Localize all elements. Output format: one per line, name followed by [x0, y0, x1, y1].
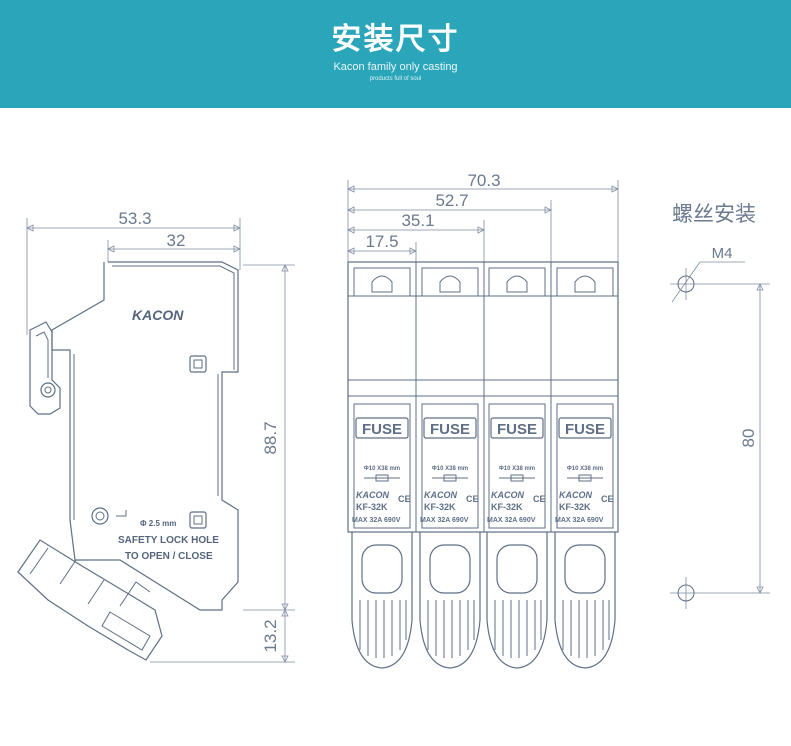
model-label: KF-32K — [559, 502, 591, 512]
banner-subtitle: Kacon family only casting — [333, 61, 458, 73]
safety-line2: TO OPEN / CLOSE — [125, 551, 213, 562]
dim-2pole: 35.1 — [401, 211, 434, 230]
dim-inner-width: 32 — [167, 231, 186, 250]
pole-brand: KACON — [491, 490, 524, 500]
dim-3pole: 52.7 — [435, 191, 468, 210]
fuse-size: Φ10 X38 mm — [364, 466, 400, 472]
banner-tagline: products full of soul — [369, 76, 422, 82]
safety-line1: SAFETY LOCK HOLE — [118, 535, 219, 546]
pole-1: FUSE Φ10 X38 mm KACON CE KF-32K MAX 32A … — [351, 267, 413, 669]
pole-2: FUSE Φ10 X38 mm KACON CE KF-32K MAX 32A … — [419, 267, 481, 669]
pole-4: FUSE Φ10 X38 mm KACON CE KF-32K MAX 32A … — [554, 267, 616, 669]
fuse-size: Φ10 X38 mm — [432, 466, 468, 472]
mounting-title: 螺丝安装 — [672, 203, 756, 226]
fuse-label: FUSE — [362, 421, 402, 438]
rating-label: MAX 32A 690V — [487, 517, 536, 524]
model-label: KF-32K — [424, 502, 456, 512]
screw-size: M4 — [712, 245, 733, 262]
fuse-label: FUSE — [497, 421, 537, 438]
header-banner: 安装尺寸 Kacon family only casting products … — [0, 0, 791, 108]
dim-bottom: 13.2 — [261, 619, 280, 652]
rating-label: MAX 32A 690V — [420, 517, 469, 524]
pole-3: FUSE Φ10 X38 mm KACON CE KF-32K MAX 32A … — [486, 267, 548, 669]
dim-1pole: 17.5 — [365, 232, 398, 251]
pole-brand: KACON — [356, 490, 389, 500]
rating-label: MAX 32A 690V — [352, 517, 401, 524]
mounting-view: 螺丝安装 M4 80 — [670, 203, 770, 609]
side-brand-logo: KACON — [132, 307, 184, 323]
ce-mark: CE — [533, 494, 546, 504]
dim-4pole: 70.3 — [467, 171, 500, 190]
side-view: 53.3 32 88.7 13.2 KACON Φ 2.5 mm SAFETY … — [17, 209, 295, 663]
mount-spacing: 80 — [739, 429, 758, 448]
ce-mark: CE — [398, 494, 411, 504]
fuse-label: FUSE — [565, 421, 605, 438]
model-label: KF-32K — [356, 502, 388, 512]
fuse-size: Φ10 X38 mm — [567, 466, 603, 472]
model-label: KF-32K — [491, 502, 523, 512]
hole-spec: Φ 2.5 mm — [140, 519, 176, 528]
ce-mark: CE — [466, 494, 479, 504]
page-title: 安装尺寸 — [331, 22, 460, 57]
fuse-size: Φ10 X38 mm — [499, 466, 535, 472]
pole-brand: KACON — [424, 490, 457, 500]
dim-total-width: 53.3 — [118, 209, 151, 228]
pole-brand: KACON — [559, 490, 592, 500]
front-view: 70.3 52.7 35.1 17.5 FUSE Φ10 X38 mm KACO… — [347, 171, 619, 669]
rating-label: MAX 32A 690V — [555, 517, 604, 524]
dim-height: 88.7 — [261, 421, 280, 454]
ce-mark: CE — [601, 494, 614, 504]
fuse-label: FUSE — [430, 421, 470, 438]
